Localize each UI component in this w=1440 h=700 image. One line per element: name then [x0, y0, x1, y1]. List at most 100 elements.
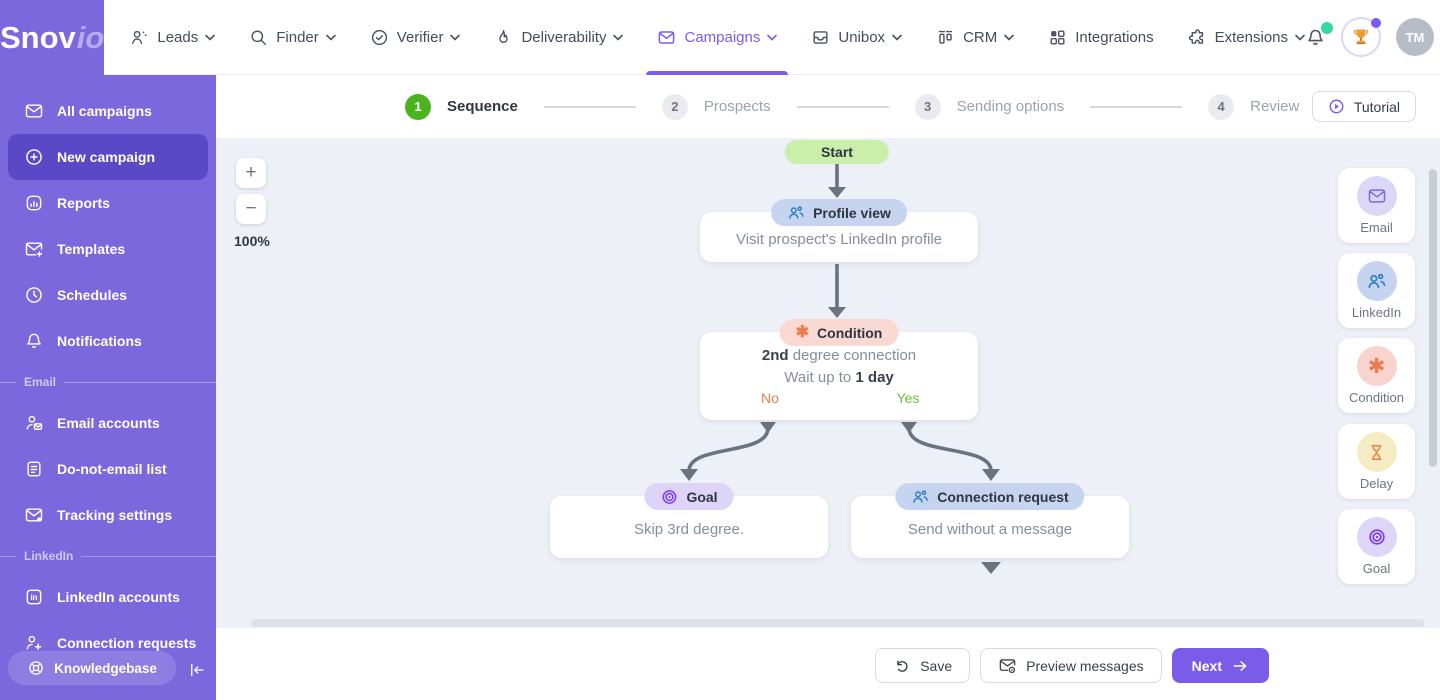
logo-suffix: io: [76, 19, 105, 55]
sidebar-item-new-campaign[interactable]: New campaign: [8, 134, 208, 180]
people-icon: [787, 204, 805, 222]
finder-icon: [249, 28, 268, 47]
nav-item-unibox[interactable]: Unibox: [811, 0, 902, 75]
condition-asterisk-icon: ✱: [1356, 346, 1397, 386]
goal-pill: Goal: [644, 483, 734, 510]
vertical-scrollbar[interactable]: [1429, 169, 1437, 467]
nav-item-finder[interactable]: Finder: [249, 0, 336, 75]
zoom-out-button[interactable]: −: [236, 194, 266, 224]
sidebar-item-tracking-settings[interactable]: Tracking settings: [0, 492, 216, 538]
palette-label: Email: [1360, 220, 1393, 235]
envelope-icon: [24, 101, 44, 121]
knowledgebase-button[interactable]: Knowledgebase: [8, 651, 176, 685]
palette-item-email[interactable]: Email: [1338, 168, 1415, 243]
palette-item-delay[interactable]: Delay: [1338, 424, 1415, 499]
next-button[interactable]: Next: [1171, 648, 1269, 683]
flow-node-profile-view[interactable]: Profile view Visit prospect's LinkedIn p…: [700, 199, 978, 262]
sidebar-item-notifications[interactable]: Notifications: [0, 318, 216, 364]
sidebar-item-schedules[interactable]: Schedules: [0, 272, 216, 318]
nav-item-verifier[interactable]: Verifier: [370, 0, 461, 75]
palette-label: LinkedIn: [1351, 305, 1402, 320]
save-button[interactable]: Save: [875, 648, 971, 683]
sidebar: All campaigns New campaign Reports Templ…: [0, 75, 216, 700]
sidebar-item-reports[interactable]: Reports: [0, 180, 216, 226]
flow-node-connection-request[interactable]: Connection request Send without a messag…: [851, 483, 1129, 558]
sidebar-item-templates[interactable]: Templates: [0, 226, 216, 272]
nav-label: Extensions: [1214, 28, 1288, 46]
nav-item-integrations[interactable]: Integrations: [1048, 0, 1154, 75]
nav-item-extensions[interactable]: Extensions: [1188, 0, 1305, 75]
sidebar-collapse-button[interactable]: [188, 661, 206, 679]
sidebar-label: LinkedIn accounts: [57, 589, 180, 605]
zoom-in-button[interactable]: +: [236, 158, 266, 188]
chevron-down-icon: [892, 34, 902, 41]
flow-node-start[interactable]: Start: [785, 140, 889, 164]
plus-icon: +: [245, 162, 257, 183]
sidebar-label: Templates: [57, 241, 126, 257]
horizontal-scrollbar[interactable]: [251, 619, 1425, 627]
nav-item-campaigns[interactable]: Campaigns: [646, 0, 789, 75]
palette-label: Goal: [1362, 561, 1391, 576]
notifications-bell-button[interactable]: [1305, 21, 1333, 48]
chevron-down-icon: [450, 34, 461, 41]
user-avatar[interactable]: TM: [1396, 18, 1434, 56]
sidebar-item-do-not-email-list[interactable]: Do-not-email list: [0, 446, 216, 492]
linkedin-people-icon: [1356, 261, 1397, 301]
tutorial-button[interactable]: Tutorial: [1311, 91, 1416, 122]
integrations-icon: [1048, 28, 1067, 47]
palette-label: Condition: [1349, 390, 1404, 405]
step-connector: [543, 105, 636, 108]
sidebar-label: Schedules: [57, 287, 128, 303]
envelope-eye-icon: [998, 656, 1017, 675]
node-description: Skip 3rd degree.: [633, 521, 745, 538]
sidebar-item-email-accounts[interactable]: Email accounts: [0, 400, 216, 446]
achievements-trophy-button[interactable]: [1341, 17, 1381, 57]
sidebar-item-all-campaigns[interactable]: All campaigns: [0, 88, 216, 134]
sequence-canvas[interactable]: + − 100% Start Profile view Visit prospe…: [216, 138, 1440, 628]
palette-item-goal[interactable]: Goal: [1338, 509, 1415, 584]
node-type-label: Profile view: [813, 204, 891, 221]
step-review[interactable]: 4 Review: [1208, 93, 1299, 120]
notification-dot: [1321, 21, 1333, 34]
svg-text:in: in: [30, 593, 37, 602]
nav-item-crm[interactable]: CRM: [936, 0, 1015, 75]
condition-rule-bold: 2nd: [761, 347, 789, 364]
unibox-icon: [811, 28, 830, 47]
preview-messages-button[interactable]: Preview messages: [980, 648, 1162, 683]
footer-bar: Save Preview messages Next: [216, 628, 1440, 700]
clock-icon: [24, 285, 44, 305]
user-plus-icon: [24, 633, 44, 653]
user-envelope-icon: [24, 413, 44, 433]
nav-item-leads[interactable]: Leads: [130, 0, 216, 75]
flow-node-condition[interactable]: ✱ Condition 2nd degree connection Wait u…: [700, 319, 978, 420]
branch-no-label: No: [761, 390, 779, 406]
nav-right-group: TM: [1305, 0, 1440, 74]
extensions-icon: [1188, 28, 1207, 47]
step-label: Sending options: [956, 98, 1065, 115]
condition-wait-bold: 1 day: [855, 369, 894, 386]
step-sequence[interactable]: 1 Sequence: [405, 93, 518, 120]
zoom-level: 100%: [234, 233, 270, 249]
step-number: 4: [1208, 93, 1235, 120]
leads-icon: [130, 28, 149, 47]
sidebar-item-linkedin-accounts[interactable]: in LinkedIn accounts: [0, 574, 216, 620]
arrow-right-icon: [1231, 657, 1249, 675]
step-sending-options[interactable]: 3 Sending options: [914, 93, 1065, 120]
flow-node-goal[interactable]: Goal Skip 3rd degree.: [550, 483, 828, 558]
palette-item-linkedin[interactable]: LinkedIn: [1338, 253, 1415, 328]
step-prospects[interactable]: 2 Prospects: [661, 93, 771, 120]
play-circle-icon: [1328, 98, 1345, 115]
sidebar-item-connection-requests[interactable]: Connection requests: [0, 620, 216, 666]
nav-item-deliverability[interactable]: Deliverability: [494, 0, 624, 75]
chevron-down-icon: [613, 34, 624, 41]
sidebar-label: Reports: [57, 195, 110, 211]
next-label: Next: [1191, 657, 1222, 674]
sidebar-label: All campaigns: [57, 103, 152, 119]
chevron-down-icon: [1295, 34, 1305, 41]
palette-item-condition[interactable]: ✱ Condition: [1338, 338, 1415, 413]
section-title: LinkedIn: [24, 549, 74, 563]
chevron-down-icon: [325, 34, 336, 41]
trophy-icon: [1351, 27, 1371, 47]
